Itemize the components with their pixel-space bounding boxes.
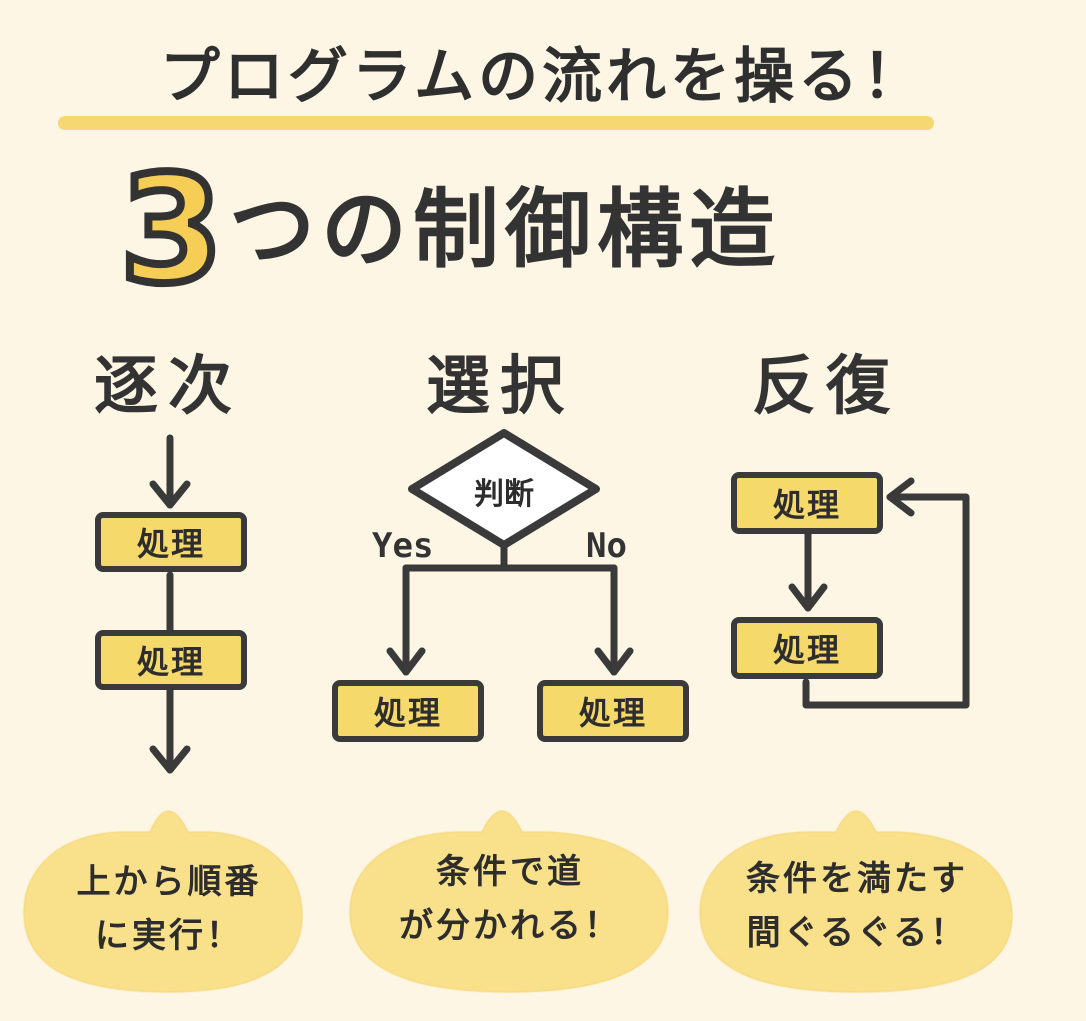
page-title: プログラムの流れを操る！ [159, 42, 927, 112]
no-label: No [586, 526, 627, 566]
headline-number: 3 [116, 144, 227, 316]
column-title-sequence: 逐次 [94, 350, 242, 424]
selection-yes-arrowhead [386, 647, 426, 676]
bubble-line: に実行！ [95, 916, 243, 956]
yes-label: Yes [372, 526, 434, 566]
bubble-text-iteration: 条件を満たす 間ぐるぐる！ [702, 852, 1012, 960]
column-title-iteration: 反復 [752, 350, 900, 424]
decision-label: 判断 [474, 477, 534, 512]
title-underline [58, 116, 934, 130]
bubble-line: 条件で道 [436, 852, 584, 892]
process-box: 処理 [731, 617, 883, 679]
bubble-selection [349, 810, 669, 993]
process-box: 処理 [731, 472, 883, 534]
process-box: 処理 [95, 630, 247, 690]
iteration-down-arrowhead [788, 583, 828, 612]
bubble-iteration [699, 810, 1013, 993]
bubble-line: 上から順番 [76, 862, 262, 902]
bubble-line: が分かれる！ [399, 906, 621, 946]
sequence-exit-arrowhead [149, 745, 191, 774]
bubble-line: 条件を満たす [746, 859, 968, 899]
sequence-entry-arrowhead [149, 480, 191, 509]
process-box: 処理 [537, 680, 689, 742]
process-box: 処理 [95, 512, 247, 572]
bubble-text-sequence: 上から順番 に実行！ [34, 855, 304, 963]
column-title-selection: 選択 [426, 350, 574, 424]
decision-diamond [408, 429, 600, 549]
bubble-sequence [23, 810, 303, 993]
iteration-loop-line [802, 493, 970, 709]
headline: 3つの制御構造 [116, 144, 781, 316]
headline-text: つの制御構造 [228, 180, 781, 280]
iteration-loop-arrowhead [886, 477, 915, 517]
process-box: 処理 [332, 680, 484, 742]
bubble-line: 間ぐるぐる！ [746, 913, 968, 953]
bubble-text-selection: 条件で道 が分かれる！ [355, 845, 665, 953]
selection-no-arrowhead [594, 647, 634, 676]
